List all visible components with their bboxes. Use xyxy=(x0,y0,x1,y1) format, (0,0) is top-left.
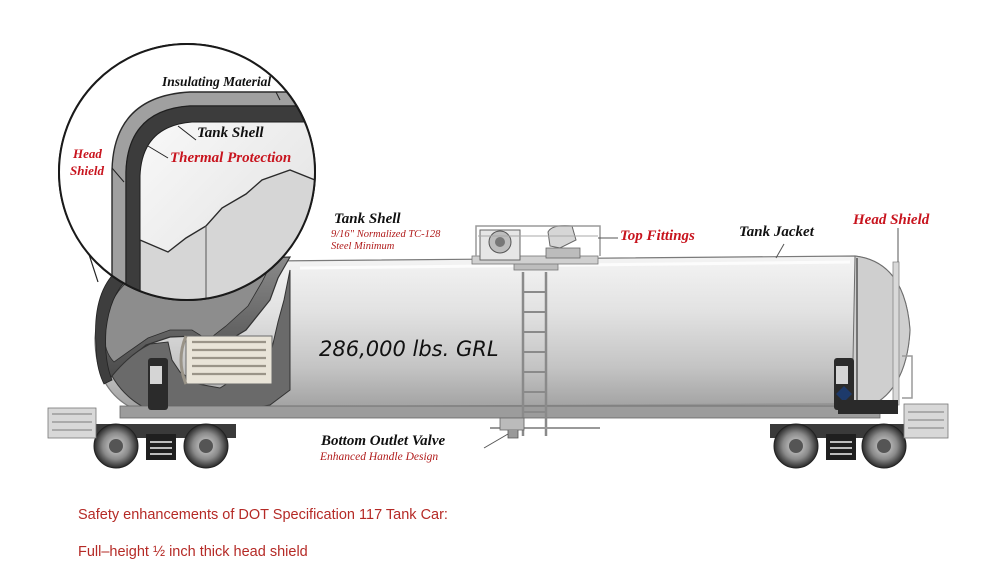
bottom-outlet-valve xyxy=(499,417,525,439)
label-head-shield-left-line2: Shield xyxy=(70,163,104,178)
label-tank-shell-inset: Tank Shell xyxy=(197,125,264,141)
left-truck xyxy=(47,358,236,469)
label-bottom-outlet-valve: Bottom Outlet Valve xyxy=(321,433,446,449)
top-fittings xyxy=(471,225,601,265)
right-truck xyxy=(770,355,949,469)
label-top-fittings: Top Fittings xyxy=(620,228,695,244)
label-head-shield-right: Head Shield xyxy=(853,212,930,228)
label-tank-shell-spec-line2: Steel Minimum xyxy=(331,241,395,252)
label-bottom-outlet-sub: Enhanced Handle Design xyxy=(320,451,439,463)
right-head xyxy=(851,255,911,413)
leader-lines xyxy=(483,228,899,449)
head-shield-right xyxy=(892,261,900,406)
label-head-shield-left-line1: Head xyxy=(73,146,102,161)
center-sill xyxy=(119,405,881,419)
label-tank-jacket: Tank Jacket xyxy=(739,224,814,240)
heating-coil xyxy=(179,335,273,385)
caption-line-1: Safety enhancements of DOT Specification… xyxy=(78,507,448,523)
label-grl: 286,000 lbs. GRL xyxy=(319,337,499,361)
label-thermal-protection: Thermal Protection xyxy=(170,150,292,166)
caption-line-2: Full–height ½ inch thick head shield xyxy=(78,544,308,560)
label-tank-shell: Tank Shell xyxy=(334,211,401,227)
label-tank-shell-spec-line1: 9/16" Normalized TC-128 xyxy=(331,229,441,240)
label-insulating-material: Insulating Material xyxy=(162,74,272,89)
